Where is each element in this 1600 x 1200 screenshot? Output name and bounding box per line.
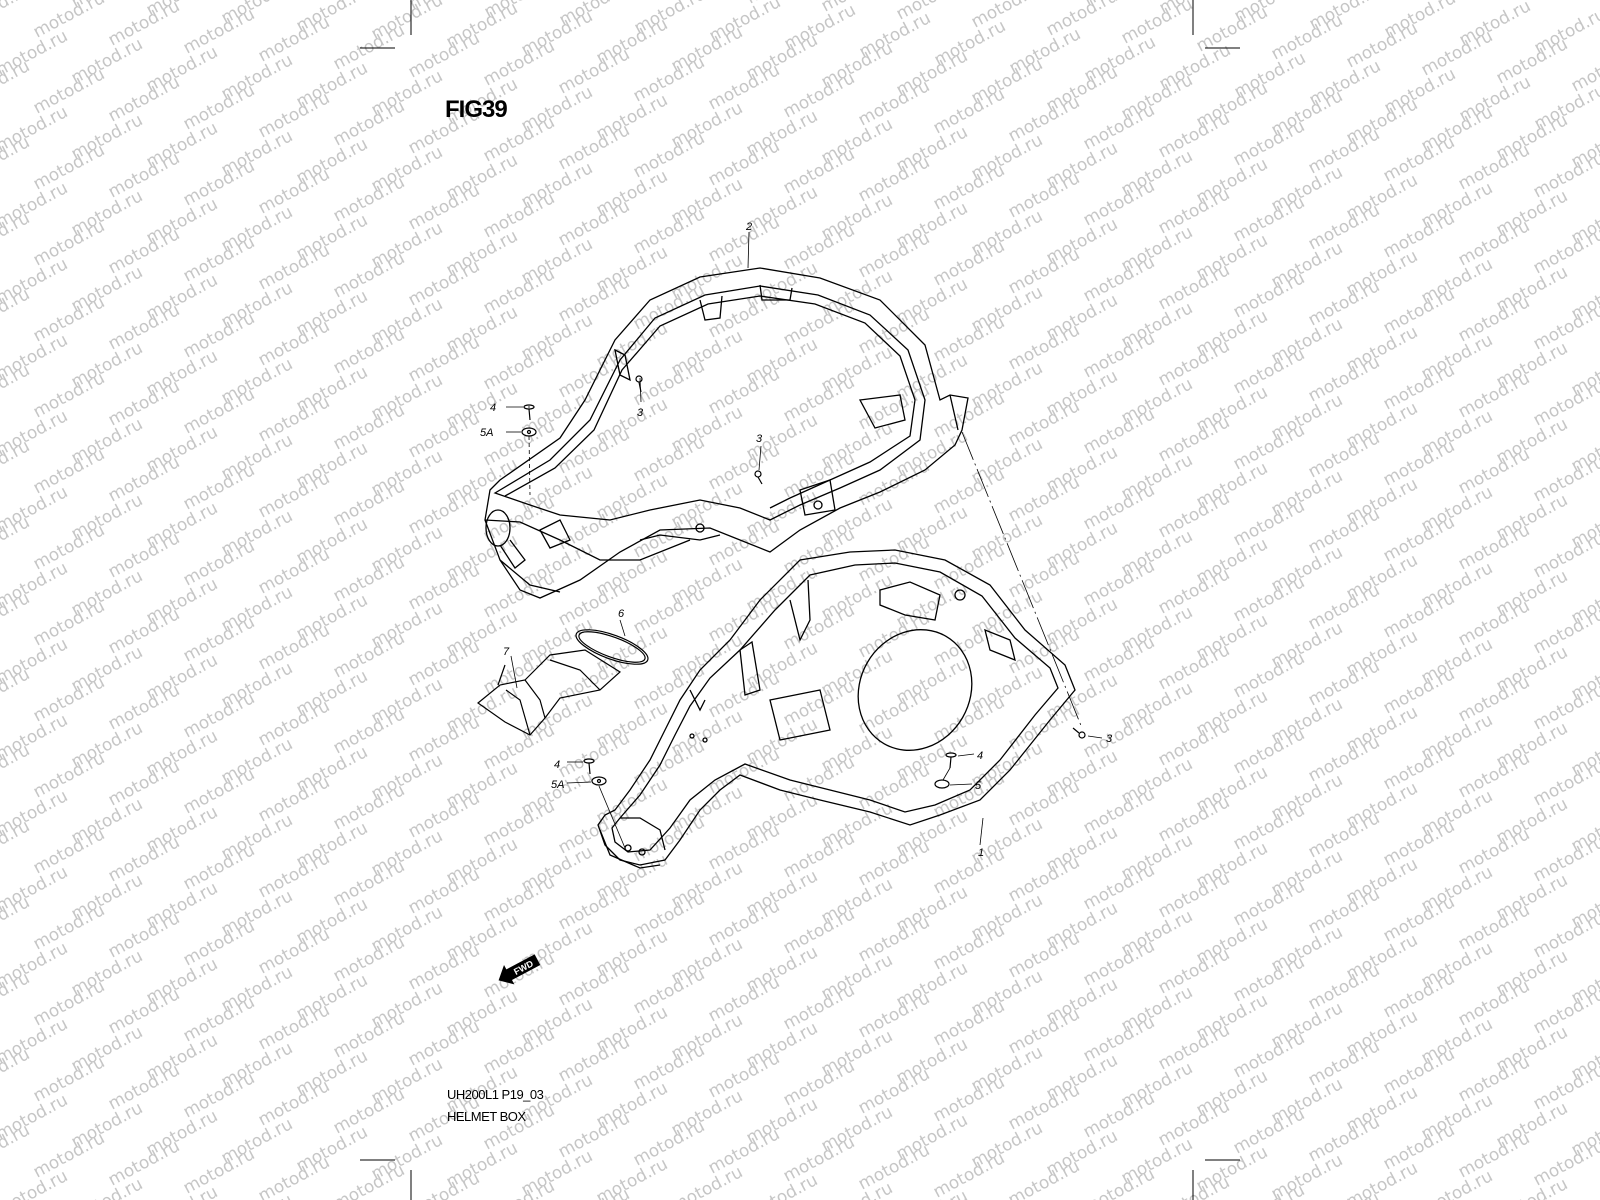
watermark-text: motod.ru [1118,0,1196,48]
watermark-text: motod.ru [1418,1166,1496,1200]
callout-5a-lower: 5A [551,779,564,791]
callout-labels: 2 3 4 5A 3 6 7 4 5A 4 5 3 1 [480,221,1113,859]
figure-code: UH200L1 P19_03 [447,1087,544,1102]
watermark-text: motod.ru [105,0,183,50]
grommet-5a-upper [521,427,537,437]
watermark-text: motod.ru [1155,1172,1233,1200]
watermark-text: motod.ru [1568,1182,1600,1200]
crop-marks [360,0,1240,1200]
watermark-text: motod.ru [0,0,33,34]
callout-7: 7 [503,646,510,658]
callout-5: 5 [975,780,982,792]
watermark-text: motod.ru [480,1176,558,1200]
screw-4-lower-left [583,758,595,775]
figure-title: FIG39 [445,96,508,123]
callout-3-middle: 3 [756,433,763,445]
callout-3-upper: 3 [637,407,644,419]
helmet-box-upper-frame [484,267,969,599]
air-duct [477,649,621,736]
callout-4-lower-right: 4 [977,750,983,762]
watermark-text: motod.ru [405,1168,483,1200]
callout-5a-upper: 5A [480,427,493,439]
callout-1: 1 [978,847,984,859]
seal-ring [575,629,649,665]
watermark-text: motod.ru [668,1162,746,1200]
callout-2: 2 [745,221,752,233]
watermark-text: motod.ru [593,1154,671,1200]
screw-3-middle [754,470,763,485]
figure-name: HELMET BOX [447,1109,526,1124]
watermark-text: motod.ru [1343,1158,1421,1200]
helmet-box-lower-tray [597,549,1076,869]
callout-3-right: 3 [1106,733,1113,745]
callout-4-lower-left: 4 [554,759,560,771]
screw-4-lower-right [945,752,957,769]
screw-3-right [1072,727,1086,739]
leader-lines [506,231,1103,849]
callout-6: 6 [618,608,625,620]
grommet-5-lower [934,779,950,789]
callout-4-upper: 4 [490,402,496,414]
grommet-5a-lower [591,776,607,786]
